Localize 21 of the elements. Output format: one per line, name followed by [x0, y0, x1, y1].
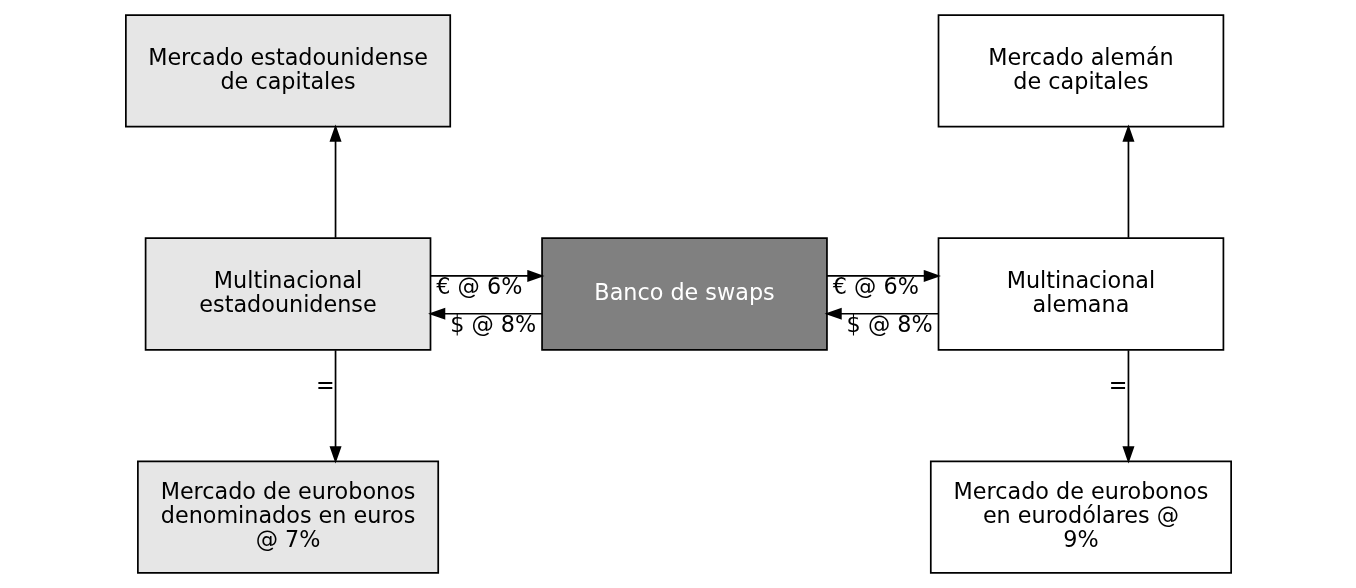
arrow: [1121, 349, 1134, 464]
node-box: Mercado alemán de capitales: [937, 14, 1224, 128]
edge-label: $ @ 8%: [846, 310, 933, 337]
arrow: [825, 269, 941, 282]
arrow: [427, 307, 543, 320]
arrow: [824, 307, 939, 320]
edge-label: =: [315, 371, 335, 398]
node-box: Banco de swaps: [540, 237, 828, 351]
node-box: Mercado de eurobonos denominados en euros @ 7%: [136, 460, 439, 574]
node-box: Multinacional estadounidense: [144, 237, 431, 351]
node-box: Mercado estadounidense de capitales: [124, 14, 451, 128]
arrow: [329, 349, 342, 464]
arrow: [1121, 124, 1134, 239]
node-box: Multinacional alemana: [937, 237, 1224, 351]
node-box: Mercado de eurobonos en eurodólares @ 9%: [929, 460, 1232, 574]
edge-label: € @ 6%: [832, 272, 919, 299]
edge-label: € @ 6%: [435, 272, 522, 299]
edge-label: $ @ 8%: [449, 310, 536, 337]
arrow: [429, 269, 544, 282]
arrow: [329, 124, 342, 239]
edge-label: =: [1108, 371, 1127, 398]
